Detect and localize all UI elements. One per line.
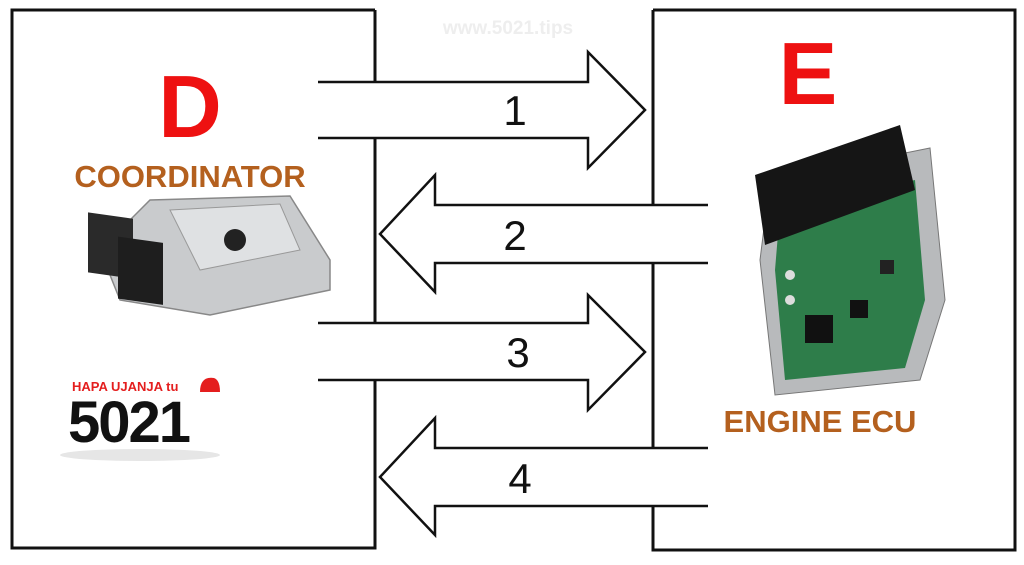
coordinator-letter: D: [158, 57, 222, 156]
arrow-2: [378, 171, 708, 296]
logo-tagline: HAPA UJANJA tu: [72, 379, 178, 394]
engine-label: ENGINE ECU: [724, 404, 917, 439]
arrow-3: [318, 291, 647, 414]
right-box: [651, 8, 1017, 552]
logo-brand: 5021: [68, 390, 190, 455]
arrow-4-number: 4: [508, 455, 531, 502]
brand-logo: HAPA UJANJA tu 5021: [60, 377, 220, 461]
arrow-4: [378, 414, 708, 539]
coordinator-label: COORDINATOR: [74, 159, 305, 194]
watermark: www.5021.tips: [442, 18, 573, 39]
arrow-3-number: 3: [506, 329, 529, 376]
arrow-1: [318, 48, 647, 172]
arrow-1-number: 1: [503, 87, 526, 134]
engine-ecu-image: [755, 125, 946, 396]
arrow-2-number: 2: [503, 212, 526, 259]
engine-letter: E: [779, 24, 838, 123]
coordinator-ecu-image: [88, 195, 331, 316]
